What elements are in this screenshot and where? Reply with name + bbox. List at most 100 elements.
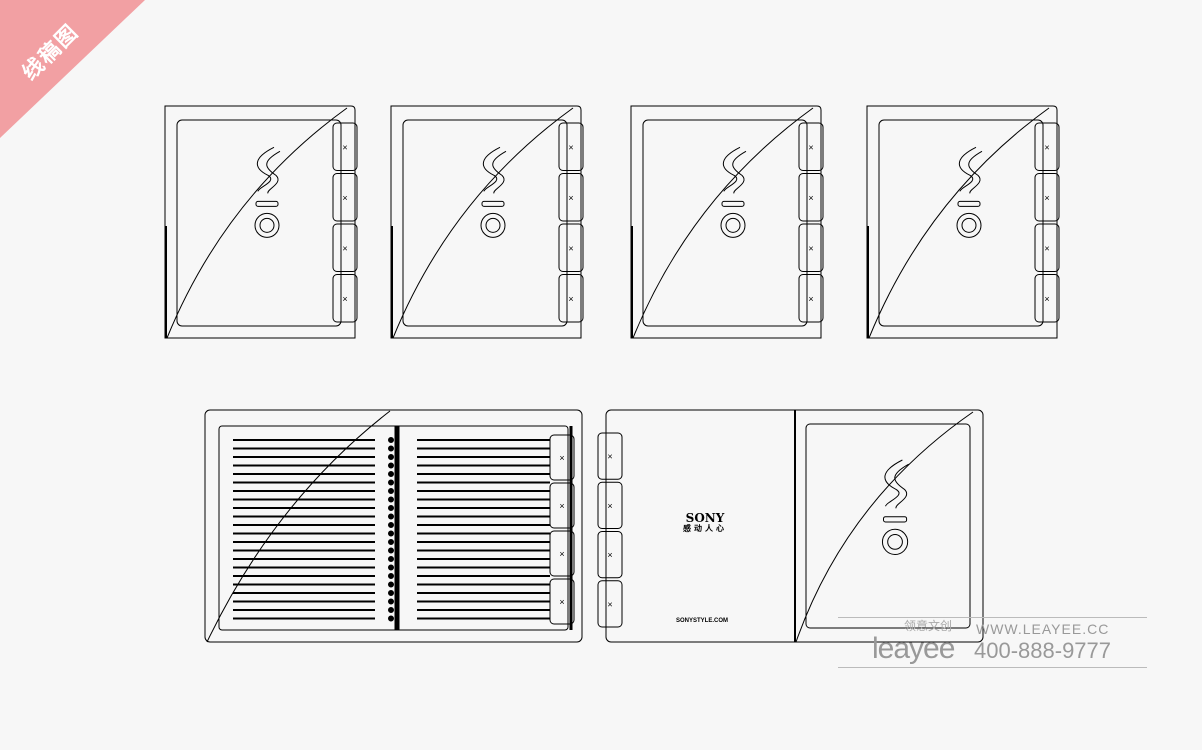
divider-tab bbox=[332, 122, 358, 171]
pocket-curve bbox=[632, 107, 814, 339]
tab-mark: × bbox=[559, 501, 564, 511]
vaio-logo-v bbox=[884, 459, 909, 509]
cover-window bbox=[402, 119, 568, 327]
folder-front-cover: × × × × bbox=[390, 105, 584, 339]
pocket-curve bbox=[392, 107, 574, 339]
divider-tab bbox=[549, 482, 575, 529]
vaio-logo-i bbox=[481, 200, 505, 207]
binder-ring bbox=[388, 581, 394, 588]
divider-tab bbox=[558, 173, 584, 222]
cover-outline bbox=[866, 105, 1058, 339]
binder-ring bbox=[388, 496, 394, 503]
divider-tab bbox=[798, 223, 824, 272]
divider-tab bbox=[798, 274, 824, 323]
binder-ring bbox=[388, 564, 394, 571]
divider-tab bbox=[798, 173, 824, 222]
vaio-logo-v bbox=[257, 146, 281, 194]
tab-mark: × bbox=[1044, 142, 1049, 152]
divider-tab bbox=[549, 434, 575, 481]
divider-tab bbox=[332, 173, 358, 222]
divider-tab bbox=[597, 531, 623, 579]
binder-ring bbox=[388, 590, 394, 596]
divider-tab bbox=[558, 274, 584, 323]
back-cover-brand: SONY 感动人心 bbox=[683, 512, 727, 534]
vaio-logo-o bbox=[254, 212, 280, 238]
tab-mark: × bbox=[808, 294, 813, 304]
binder-ring bbox=[388, 539, 394, 545]
tab-mark: × bbox=[342, 243, 347, 253]
tab-mark: × bbox=[568, 193, 573, 203]
pocket-curve bbox=[206, 410, 391, 643]
tab-mark: × bbox=[559, 549, 564, 559]
binder-ring bbox=[388, 488, 394, 494]
pocket-curve bbox=[795, 411, 974, 643]
pocket-curve bbox=[166, 107, 348, 339]
binder-ring bbox=[388, 513, 394, 520]
divider-tab bbox=[332, 274, 358, 323]
binder-ring bbox=[388, 471, 394, 477]
binder-ring bbox=[388, 615, 394, 622]
corner-badge: 线稿图 bbox=[0, 0, 145, 140]
pocket-curve bbox=[868, 107, 1050, 339]
divider-tab bbox=[558, 223, 584, 272]
tab-mark: × bbox=[342, 294, 347, 304]
tab-mark: × bbox=[607, 452, 612, 462]
tab-mark: × bbox=[568, 142, 573, 152]
binder-ring bbox=[388, 573, 394, 579]
vaio-logo-o-inner bbox=[961, 217, 977, 233]
binder-ring bbox=[388, 445, 394, 452]
tab-mark: × bbox=[607, 599, 612, 609]
vaio-logo-o bbox=[720, 212, 746, 238]
tab-mark: × bbox=[808, 193, 813, 203]
binder-ring bbox=[388, 530, 394, 537]
folder-front-cover: × × × × bbox=[164, 105, 358, 339]
divider-tab bbox=[597, 481, 623, 529]
divider-tab bbox=[1034, 173, 1060, 222]
cover-outline bbox=[390, 105, 582, 339]
vaio-logo-i bbox=[721, 200, 745, 207]
vaio-logo-o-inner bbox=[887, 534, 903, 550]
tab-mark: × bbox=[1044, 294, 1049, 304]
vaio-logo-v bbox=[959, 146, 983, 194]
cover-window bbox=[878, 119, 1044, 327]
vaio-logo-o bbox=[480, 212, 506, 238]
tab-mark: × bbox=[808, 142, 813, 152]
binder-ring bbox=[388, 437, 394, 443]
divider-tab bbox=[549, 530, 575, 577]
binder-ring bbox=[388, 462, 394, 469]
tab-mark: × bbox=[808, 243, 813, 253]
website-text: SONYSTYLE.COM bbox=[676, 618, 729, 624]
divider-tab bbox=[1034, 274, 1060, 323]
tab-mark: × bbox=[559, 597, 564, 607]
binder-ring bbox=[388, 598, 394, 605]
vaio-logo-i bbox=[255, 200, 279, 207]
folder-front-cover: ×××× bbox=[866, 105, 1060, 339]
divider-tab bbox=[798, 122, 824, 171]
tab-mark: × bbox=[1044, 243, 1049, 253]
divider-tab bbox=[597, 432, 623, 480]
cover-window bbox=[805, 423, 971, 629]
tab-mark: × bbox=[568, 294, 573, 304]
tab-mark: × bbox=[342, 142, 347, 152]
vaio-logo-o bbox=[956, 212, 982, 238]
divider-tab bbox=[1034, 122, 1060, 171]
tab-mark: × bbox=[607, 550, 612, 560]
binder-ring bbox=[388, 479, 394, 486]
slogan-text: 感动人心 bbox=[683, 524, 727, 533]
binder-ring bbox=[388, 454, 394, 460]
tab-mark: × bbox=[342, 193, 347, 203]
vaio-logo-v bbox=[483, 146, 507, 194]
divider-tab bbox=[558, 122, 584, 171]
vaio-logo-v bbox=[723, 146, 747, 194]
cover-outline bbox=[630, 105, 822, 339]
spread-outline bbox=[204, 409, 583, 643]
tab-mark: × bbox=[568, 243, 573, 253]
binder-ring bbox=[388, 547, 394, 554]
vaio-logo-o-inner bbox=[259, 217, 275, 233]
tab-mark: × bbox=[559, 453, 564, 463]
divider-tab bbox=[332, 223, 358, 272]
vaio-logo-o-inner bbox=[725, 217, 741, 233]
vaio-logo-o bbox=[881, 528, 909, 556]
binder-ring bbox=[388, 607, 394, 613]
vaio-logo-i bbox=[883, 516, 908, 523]
